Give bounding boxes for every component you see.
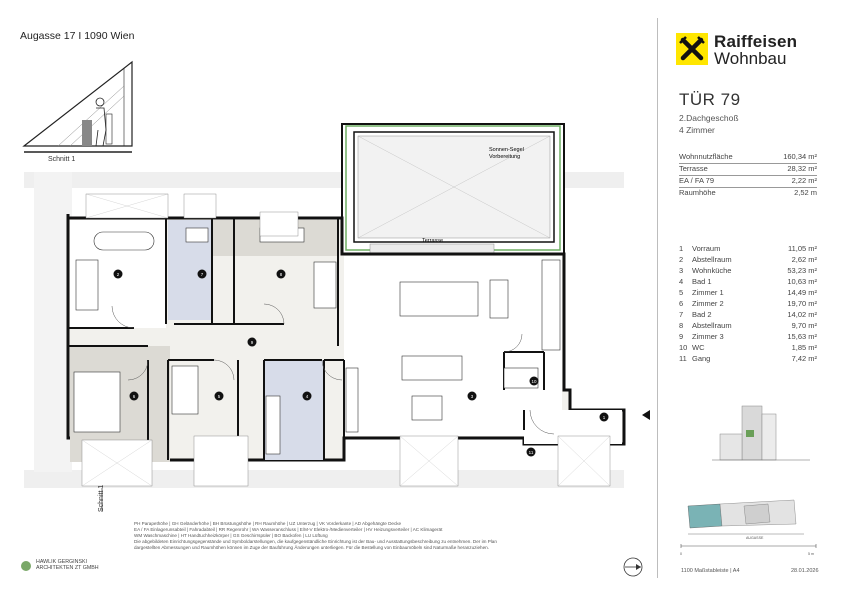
- section-label: Schnitt 1: [48, 156, 76, 163]
- north-arrow-icon: [623, 557, 643, 577]
- footer-scale: 1100 Maßstableiste | A4: [681, 568, 740, 574]
- panel-divider: [657, 18, 658, 578]
- room-num-10: 10: [531, 379, 537, 384]
- bed-1: [73, 371, 121, 433]
- room-num-1: 1: [603, 415, 606, 420]
- unit-floor: 2.Dachgeschoß: [679, 113, 739, 123]
- entrance-arrow-icon: [642, 410, 650, 420]
- bathtub-2: [265, 395, 281, 455]
- address: Augasse 17 I 1090 Wien: [20, 30, 135, 42]
- unit-rooms-count: 4 Zimmer: [679, 125, 715, 135]
- architect-logo-icon: [21, 561, 31, 571]
- footer-date: 28.01.2026: [791, 568, 819, 574]
- room-num-4: 4: [306, 394, 309, 399]
- brand-subname: Wohnbau: [714, 49, 787, 68]
- terrace-label: Terrasse: [422, 238, 443, 244]
- unit-title: TÜR 79: [679, 90, 741, 109]
- section-marker-label: Schnitt 1: [98, 484, 105, 512]
- bathtub-1: [93, 231, 155, 251]
- scale-end: 5 m: [808, 552, 814, 556]
- sofa: [401, 355, 463, 381]
- room-num-9: 9: [251, 340, 254, 345]
- scale-bar: 0 5 m: [680, 544, 817, 556]
- floor-plan: Sonnen-Segel Vorbereitung Terrasse: [24, 123, 650, 512]
- location-axo: AUGASSE: [687, 499, 804, 540]
- roof-strip-bottom: [24, 470, 624, 488]
- raiffeisen-logo-icon: [676, 33, 708, 65]
- room-num-7: 7: [201, 272, 204, 277]
- bed-2: [171, 365, 199, 415]
- brand-name: Raiffeisen: [714, 32, 798, 51]
- dining-table: [399, 281, 479, 317]
- room-markers: [113, 269, 609, 457]
- architect-name: HAWLIK GERGINSKI ARCHITEKTEN ZT GMBH: [36, 559, 99, 571]
- section-sketch: [22, 60, 133, 153]
- room-num-8: 8: [280, 272, 283, 277]
- room-num-11: 11: [529, 450, 534, 455]
- legend: PH Parapethöhe | GH Geländerhöhe | BH Br…: [134, 521, 497, 551]
- sun-sail-label-1: Sonnen-Segel: [489, 147, 524, 153]
- room-num-3: 3: [471, 394, 474, 399]
- building-elevation: [712, 405, 810, 461]
- room-num-2: 2: [117, 272, 120, 277]
- scale-start: 0: [680, 552, 682, 556]
- sun-sail-label-2: Vorbereitung: [489, 154, 520, 160]
- axo-street-label: AUGASSE: [746, 536, 764, 540]
- room-num-6: 6: [133, 394, 136, 399]
- room-num-5: 5: [218, 394, 221, 399]
